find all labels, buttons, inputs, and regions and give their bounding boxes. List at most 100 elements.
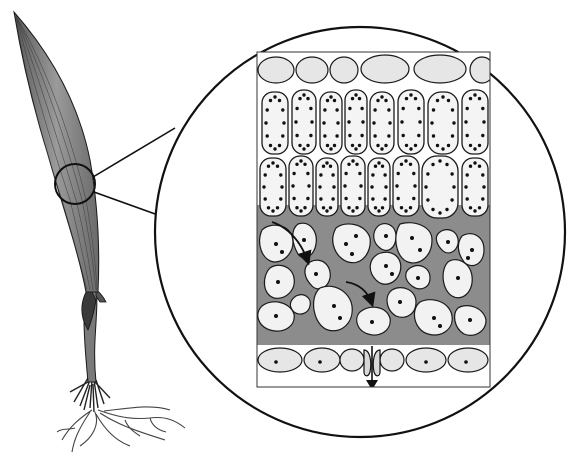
chloroplast-dot [473, 93, 476, 96]
chloroplast-dot [351, 144, 354, 147]
chloroplast-dot [329, 206, 332, 209]
chloroplast-dot [404, 209, 407, 212]
chloroplast-dot [413, 184, 416, 187]
chloroplast-dot [371, 197, 374, 200]
chloroplast-dot [333, 99, 336, 102]
chloroplast-dot [302, 147, 305, 150]
chloroplast-dot [271, 161, 274, 164]
chloroplast-dot [280, 185, 283, 188]
chloroplast-dot [473, 147, 476, 150]
chloroplast-dot [482, 120, 485, 123]
chloroplast-dot [478, 97, 481, 100]
chloroplast-dot [400, 206, 403, 209]
chloroplast-dot [306, 172, 309, 175]
chloroplast-dot [395, 184, 398, 187]
chloroplast-dot [478, 206, 481, 209]
chloroplast-dot [445, 163, 448, 166]
chloroplast-dot [278, 99, 281, 102]
chloroplast-dot [267, 206, 270, 209]
chloroplast-dot [400, 120, 403, 123]
chloroplast-dot [279, 173, 282, 176]
chloroplast-dot [371, 173, 374, 176]
chloroplast-dot [409, 93, 412, 96]
chloroplast-dot [273, 147, 276, 150]
magnified-view [155, 27, 565, 437]
chloroplast-dot [397, 197, 400, 200]
chloroplast-dot [387, 134, 390, 137]
chloroplast-dot [319, 197, 322, 200]
chloroplast-dot [329, 95, 332, 98]
chloroplast-dot [325, 161, 328, 164]
chloroplast-dot [409, 206, 412, 209]
chloroplast-dot [372, 121, 375, 124]
leaf-blade [14, 12, 99, 292]
chloroplast-dot [409, 163, 412, 166]
chloroplast-dot [359, 184, 362, 187]
chloroplast-dot [404, 159, 407, 162]
chloroplast-dot [299, 159, 302, 162]
chloroplast-dot [335, 108, 338, 111]
chloroplast-dot [447, 99, 450, 102]
chloroplast-dot [348, 134, 351, 137]
chloroplast-dot [450, 198, 453, 201]
chloroplast-dot [292, 172, 295, 175]
chloroplast-dot [414, 97, 417, 100]
chloroplast-dot [451, 134, 454, 137]
chloroplast-dot [384, 99, 387, 102]
chloroplast-dot [469, 206, 472, 209]
chloroplast-dot [281, 134, 284, 137]
chloroplast-dot [358, 197, 361, 200]
chloroplast-dot [358, 144, 361, 147]
chloroplast-dot [400, 163, 403, 166]
chloroplast-dot [267, 165, 270, 168]
chloroplast-dot [424, 185, 427, 188]
chloroplast-dot [447, 144, 450, 147]
chloroplast-dot [273, 95, 276, 98]
chloroplast-dot [335, 134, 338, 137]
chloroplast-dot [387, 108, 390, 111]
chloroplast-dot [436, 144, 439, 147]
chloroplast-dot [309, 134, 312, 137]
chloroplast-dot [276, 165, 279, 168]
chloroplast-dot [309, 107, 312, 110]
chloroplast-dot [348, 107, 351, 110]
chloroplast-dot [351, 97, 354, 100]
chloroplast-dot [418, 120, 421, 123]
chloroplast-dot [361, 120, 364, 123]
chloroplast-dot [336, 121, 339, 124]
chloroplast-dot [271, 209, 274, 212]
chloroplast-dot [322, 165, 325, 168]
chloroplast-dot [266, 134, 269, 137]
chloroplast-dot [269, 144, 272, 147]
chloroplast-dot [331, 197, 334, 200]
chloroplast-dot [347, 120, 350, 123]
chloroplast-dot [452, 121, 455, 124]
chloroplast-dot [266, 108, 269, 111]
chloroplast-dot [466, 134, 469, 137]
chloroplast-dot [469, 97, 472, 100]
chloroplast-dot [414, 144, 417, 147]
chloroplast-dot [450, 172, 453, 175]
chloroplast-dot [298, 97, 301, 100]
chloroplast-dot [264, 197, 267, 200]
chloroplast-dot [322, 206, 325, 209]
chloroplast-dot [306, 97, 309, 100]
chloroplast-dot [473, 161, 476, 164]
chloroplast-dot [426, 172, 429, 175]
chloroplast-dot [295, 107, 298, 110]
chloroplast-dot [347, 206, 350, 209]
chloroplast-dot [412, 172, 415, 175]
chloroplast-dot [319, 173, 322, 176]
chloroplast-dot [370, 185, 373, 188]
chloroplast-dot [306, 197, 309, 200]
zoom-line-top [93, 128, 175, 177]
chloroplast-dot [326, 144, 329, 147]
chloroplast-dot [264, 121, 267, 124]
chloroplast-dot [383, 173, 386, 176]
chloroplast-dot [426, 198, 429, 201]
chloroplast-dot [383, 197, 386, 200]
chloroplast-dot [402, 134, 405, 137]
chloroplast-dot [473, 209, 476, 212]
chloroplast-dot [329, 147, 332, 150]
